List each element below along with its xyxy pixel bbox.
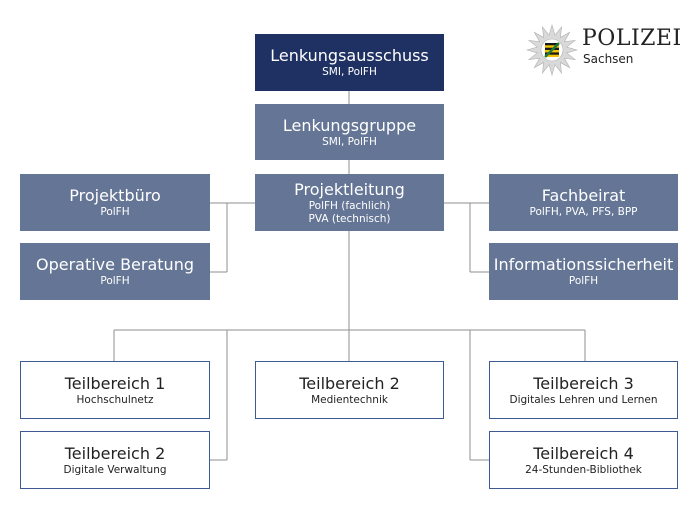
box-title: Projektbüro xyxy=(69,186,161,205)
box-subtitle: SMI, PolFH xyxy=(322,66,377,78)
box-fachbeirat: Fachbeirat PolFH, PVA, PFS, BPP xyxy=(489,174,678,231)
box-subtitle: PolFH xyxy=(568,275,599,287)
box-title: Teilbereich 2 xyxy=(299,373,400,393)
box-subtitle: PolFH xyxy=(100,206,130,218)
box-teilbereich-3: Teilbereich 3 Digitales Lehren und Lerne… xyxy=(489,361,678,419)
box-subtitle: SMI, PolFH xyxy=(322,135,377,148)
polizei-sachsen-logo: POLIZEI Sachsen xyxy=(526,22,681,78)
box-subtitle: Hochschulnetz xyxy=(76,393,154,406)
box-subtitle: PolFH, PVA, PFS, BPP xyxy=(529,206,638,218)
box-subtitle: PolFH xyxy=(100,275,130,287)
box-lenkungsgruppe: Lenkungsgruppe SMI, PolFH xyxy=(255,104,444,160)
box-subtitle: Digitale Verwaltung xyxy=(63,463,167,476)
box-title: Lenkungsausschuss xyxy=(270,46,429,65)
box-title: Lenkungsgruppe xyxy=(282,115,417,135)
box-informationssicherheit: Informationssicherheit PolFH xyxy=(489,243,678,300)
box-operative-beratung: Operative Beratung PolFH xyxy=(20,243,210,300)
police-star-icon xyxy=(526,24,578,76)
box-teilbereich-4: Teilbereich 4 24-Stunden-Bibliothek xyxy=(489,431,678,489)
box-title: Teilbereich 2 xyxy=(64,443,166,463)
box-title: Projektleitung xyxy=(294,179,405,199)
box-title: Teilbereich 3 xyxy=(533,373,634,393)
box-subtitle: Medientechnik xyxy=(311,393,388,406)
box-title: Teilbereich 4 xyxy=(533,443,634,463)
box-teilbereich-2-medientechnik: Teilbereich 2 Medientechnik xyxy=(255,361,444,419)
box-title: Informationssicherheit xyxy=(493,255,674,274)
box-projektbuero: Projektbüro PolFH xyxy=(20,174,210,231)
box-subtitle: PolFH (fachlich) xyxy=(308,199,391,212)
box-subtitle: PVA (technisch) xyxy=(308,212,391,225)
box-subtitle: Digitales Lehren und Lernen xyxy=(509,393,658,406)
logo-state-text: Sachsen xyxy=(583,52,634,66)
logo-brand-text: POLIZEI xyxy=(582,26,682,51)
box-title: Fachbeirat xyxy=(541,186,626,205)
box-lenkungsausschuss: Lenkungsausschuss SMI, PolFH xyxy=(255,34,444,91)
box-subtitle: 24-Stunden-Bibliothek xyxy=(525,463,642,476)
box-title: Operative Beratung xyxy=(35,255,194,274)
box-teilbereich-2-verwaltung: Teilbereich 2 Digitale Verwaltung xyxy=(20,431,210,489)
box-title: Teilbereich 1 xyxy=(64,373,166,393)
box-teilbereich-1: Teilbereich 1 Hochschulnetz xyxy=(20,361,210,419)
box-projektleitung: Projektleitung PolFH (fachlich) PVA (tec… xyxy=(255,174,444,231)
